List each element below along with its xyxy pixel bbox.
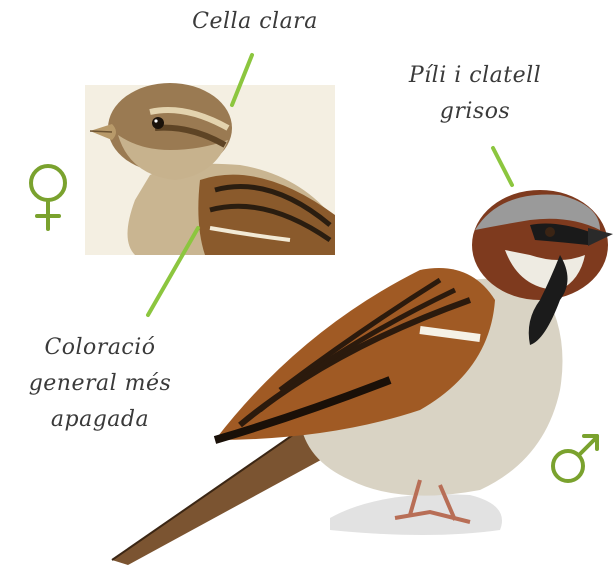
label-duller-coloration-line2: general més xyxy=(0,366,200,402)
label-grey-crown-nape: Píli i clatell grisos xyxy=(380,58,570,130)
female-symbol-icon xyxy=(31,166,65,229)
pointer-line-crown xyxy=(493,148,512,185)
male-symbol-icon xyxy=(553,436,597,481)
label-grey-crown-nape-line1: Píli i clatell xyxy=(380,58,570,94)
label-light-eyebrow: Cella clara xyxy=(170,4,340,40)
label-duller-coloration-line1: Coloració xyxy=(0,330,200,366)
female-sparrow-inset xyxy=(85,83,335,255)
label-duller-coloration-line3: apagada xyxy=(0,402,200,438)
label-light-eyebrow-text: Cella clara xyxy=(170,4,340,40)
label-grey-crown-nape-line2: grisos xyxy=(380,94,570,130)
label-duller-coloration: Coloració general més apagada xyxy=(0,330,200,438)
